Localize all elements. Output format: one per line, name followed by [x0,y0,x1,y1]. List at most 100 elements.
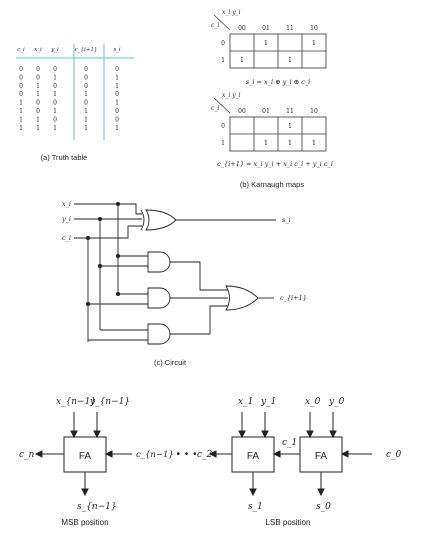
carry-c0: c_0 [386,450,402,460]
input-x-msb: x_{n−1} [56,397,96,407]
ripple-carry-adder: FA x_{n−1} y_{n−1} c_n c_{n−1} s_{n−1} M… [19,397,402,527]
arrowhead [238,430,246,439]
kmap-corner-side-label: c_i [211,22,219,29]
carry-in-msb: c_{n−1} [136,450,174,460]
arrowhead [249,488,257,497]
kmap-column-header: 01 [262,25,270,32]
kmap-column-header: 10 [310,25,318,32]
sum-msb: s_{n−1} [77,502,117,512]
truth-table-cell: 1 [115,83,119,90]
truth-table-cell: 1 [53,91,57,98]
arrowhead [272,450,281,458]
truth-table-cell: 0 [19,91,23,98]
truth-table-cell: 1 [36,116,40,123]
truth-table-cell: 1 [19,100,23,107]
fa-block-1 [231,436,275,473]
kmap-column-header: 01 [262,108,270,115]
truth-table-caption: (a) Truth table [41,153,88,162]
truth-table-cell: 1 [19,125,23,132]
truth-table-cell: 0 [36,108,40,115]
truth-table-cell: 1 [84,116,88,123]
circuit-caption: (c) Circuit [154,358,187,367]
kmap-corner-diagonal [213,97,231,114]
wire-c [74,225,142,239]
truth-table-cell: 1 [53,125,57,132]
truth-table-cell: 0 [36,74,40,81]
sum-0: s_0 [316,502,331,512]
truth-table-header: c_i [17,47,25,53]
truth-table-cell: 0 [53,100,57,107]
truth-table-cell: 0 [19,66,23,73]
truth-table-header: c_{i+1} [75,47,98,53]
and-gate-yc [147,323,171,345]
kmap-column-header: 11 [286,25,294,32]
truth-table-cell: 0 [19,74,23,81]
kmap-row-header: 0 [221,40,225,47]
truth-table-cell: 0 [84,100,88,107]
and-gate-xc [147,287,171,309]
wire-x [74,203,142,215]
carry-output-label: c_{i+1} [280,294,307,302]
junction-dot [115,201,121,207]
kmap-column-headers: 00 01 11 10 [238,108,318,115]
or-gate [225,285,259,311]
sum-output-label: s_i [282,216,291,224]
truth-table-cell: 1 [36,125,40,132]
truth-table-cell: 1 [53,74,57,81]
fa-label: FA [79,451,92,462]
wire-and1-out [170,261,228,291]
truth-table-cell: 0 [53,83,57,90]
arrowhead [208,450,217,458]
kmap-column-header: 11 [286,108,294,115]
truth-table-cell: 0 [84,66,88,73]
input-y1: y_1 [260,397,276,407]
lsb-position-label: LSB position [266,518,311,527]
kmap-column-header: 10 [310,108,318,115]
arrowhead [261,430,269,439]
truth-table-cell: 0 [53,116,57,123]
kmap-row-headers: 01 [221,40,225,64]
fa-block-msb [63,436,107,473]
junction-dot [85,301,91,307]
input-label-x: x_i [62,200,71,208]
and-gate-xy [147,251,171,273]
wire-and3-out [170,305,228,335]
truth-table-cell: 1 [84,108,88,115]
junction-dot [85,235,91,241]
kmap-cell-value: 1 [312,39,316,47]
truth-table-cell: 1 [84,91,88,98]
truth-table-cell: 0 [115,116,119,123]
kmap-column-header: 00 [238,108,246,115]
kmap-cell-value: 1 [288,122,292,130]
truth-table-header: s_i [113,47,121,53]
kmap-cell-value: 1 [312,139,316,147]
truth-table-cell: 0 [115,91,119,98]
truth-table-cell: 0 [53,66,57,73]
kmap-row-header: 1 [221,140,225,147]
input-x1: x_1 [238,397,253,407]
input-y-msb: y_{n−1} [89,397,130,407]
kmap-cell-value: 1 [264,39,268,47]
ellipsis: • • • [176,449,197,460]
kmaps-caption: (b) Karnaugh maps [240,180,304,189]
kmap-row-header: 1 [221,57,225,64]
arrowhead [81,488,89,497]
truth-table-cell: 1 [115,125,119,132]
truth-table-cell: 0 [84,74,88,81]
input-y0: y_0 [328,397,345,407]
input-x0: x_0 [305,397,321,407]
fa-label: FA [247,451,260,462]
truth-table-header: x_i [34,47,42,53]
kmap-cell-value: 1 [240,56,244,64]
carry-c1: c_1 [282,438,297,448]
kmap-cell-value: 1 [288,139,292,147]
kmap-column-header: 00 [238,25,246,32]
carry-out-cn: c_n [19,450,35,460]
truth-table-cell: 1 [36,83,40,90]
